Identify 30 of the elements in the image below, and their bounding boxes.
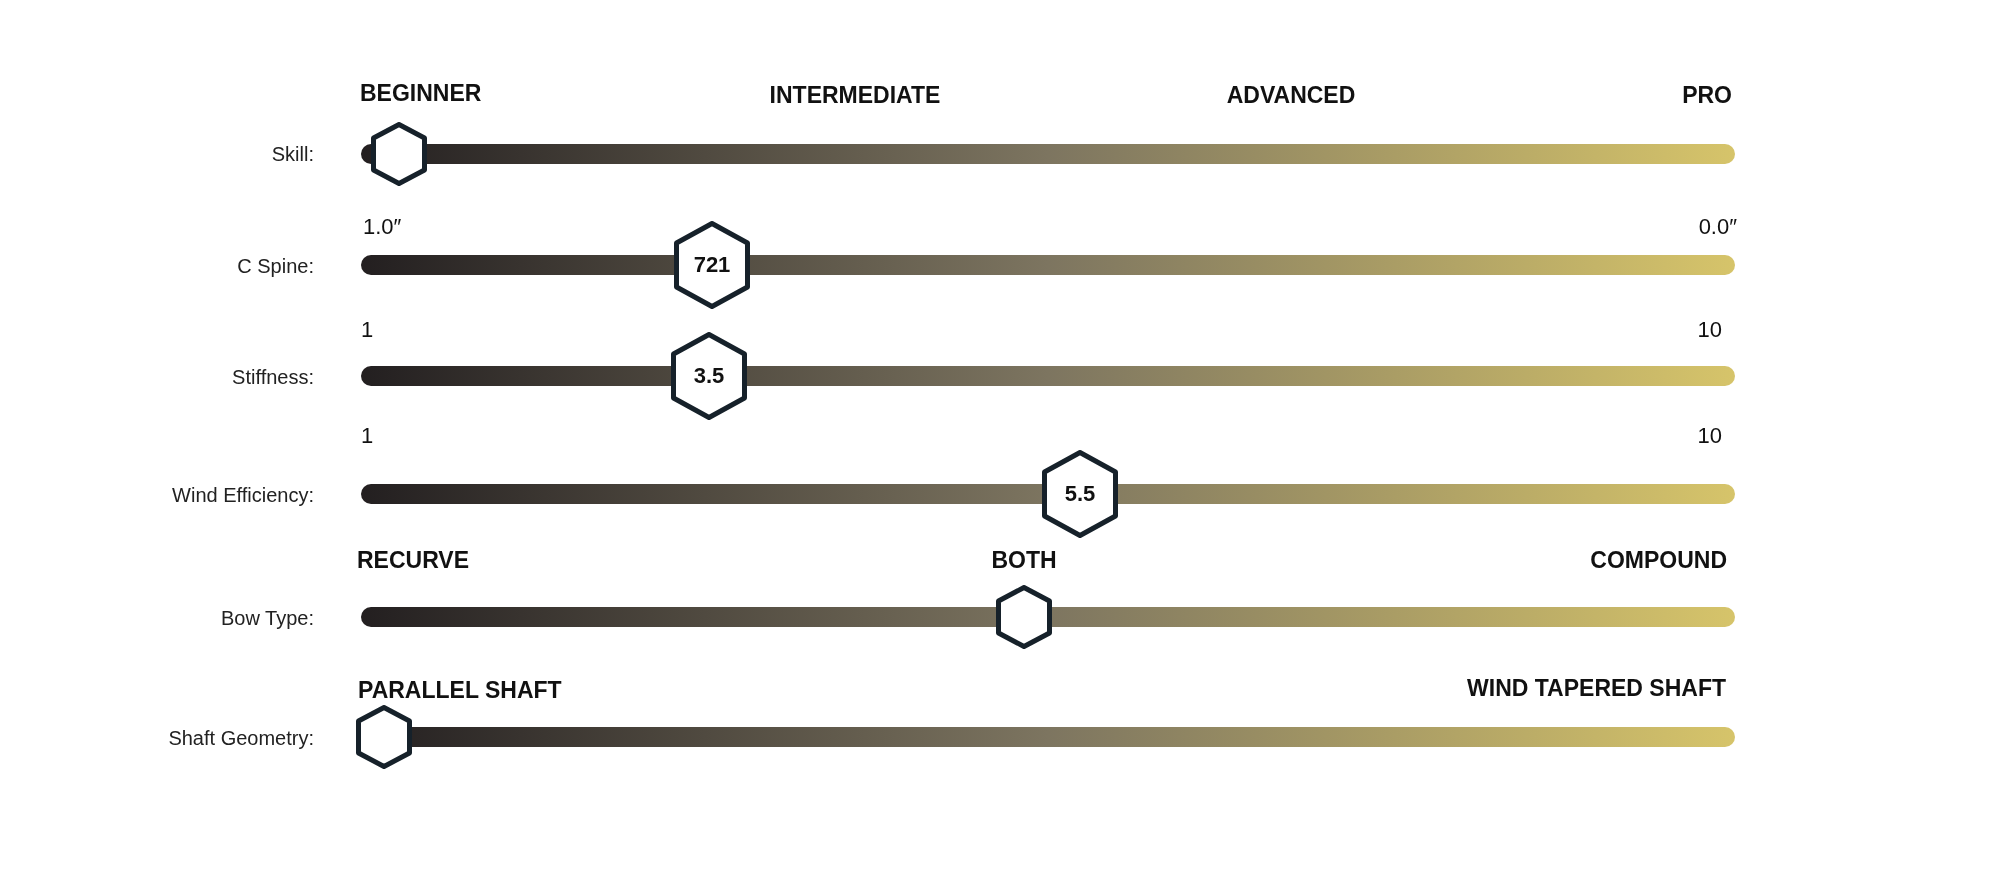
scale-value: 10: [1697, 425, 1722, 447]
scale-label: INTERMEDIATE: [769, 84, 941, 107]
scale-label: BEGINNER: [360, 82, 482, 105]
hexagon-slider-handle: [356, 705, 412, 769]
row-label: Shaft Geometry:: [168, 728, 314, 748]
scale-label: RECURVE: [357, 549, 470, 572]
scale-value: 0.0″: [1698, 216, 1737, 238]
row-label: Stiffness:: [232, 367, 314, 387]
scale-label: WIND TAPERED SHAFT: [1467, 677, 1726, 700]
scale-value: 1.0″: [363, 216, 402, 238]
handle-value: 3.5: [692, 365, 726, 387]
scale-value: 1: [361, 319, 374, 341]
scale-label: ADVANCED: [1226, 84, 1356, 107]
hexagon-slider-handle: [674, 221, 750, 309]
hexagon-slider-handle: [371, 122, 427, 186]
scale-label: PRO: [1682, 84, 1732, 107]
hexagon-slider-handle: [996, 585, 1052, 649]
handle-value: 721: [692, 254, 732, 276]
scale-label: COMPOUND: [1590, 549, 1727, 572]
scale-label: BOTH: [991, 549, 1057, 572]
scale-value: 10: [1697, 319, 1722, 341]
scale-label: PARALLEL SHAFT: [358, 679, 562, 702]
row-label: Wind Efficiency:: [172, 485, 314, 505]
row-label: C Spine:: [237, 256, 314, 276]
handle-value: 5.5: [1063, 483, 1097, 505]
scale-value: 1: [361, 425, 374, 447]
hexagon-slider-handle: [1042, 450, 1118, 538]
row-label: Skill:: [271, 144, 314, 164]
row-label: Bow Type:: [220, 608, 314, 628]
hexagon-slider-handle: [671, 332, 747, 420]
